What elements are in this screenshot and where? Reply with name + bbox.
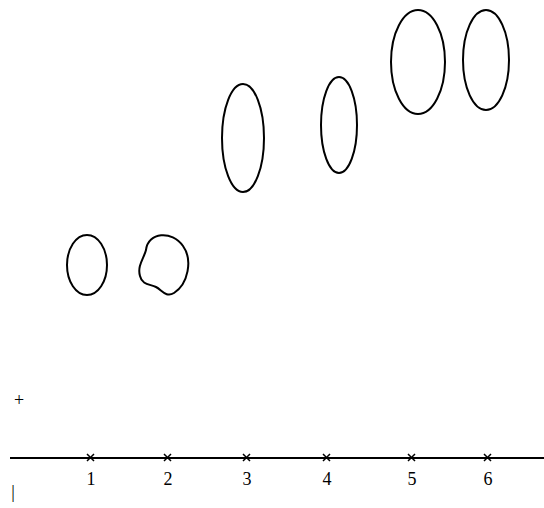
lane-number: 2	[164, 470, 173, 488]
lane-number: 3	[243, 470, 252, 488]
lane-number: 6	[484, 470, 493, 488]
spot	[391, 10, 445, 114]
spot	[463, 10, 509, 110]
spot	[139, 235, 188, 294]
lane-number: 4	[323, 470, 332, 488]
origin-mark	[87, 454, 94, 461]
electrode-sign: |	[11, 483, 15, 501]
spot	[222, 84, 264, 192]
spot	[67, 235, 107, 295]
origin-mark	[243, 454, 250, 461]
spot	[321, 77, 357, 173]
electrode-sign: +	[14, 391, 24, 409]
lane-number: 1	[87, 470, 96, 488]
origin-mark	[484, 454, 491, 461]
origin-mark	[323, 454, 330, 461]
lane-number: 5	[408, 470, 417, 488]
origin-mark	[164, 454, 171, 461]
origin-mark	[408, 454, 415, 461]
